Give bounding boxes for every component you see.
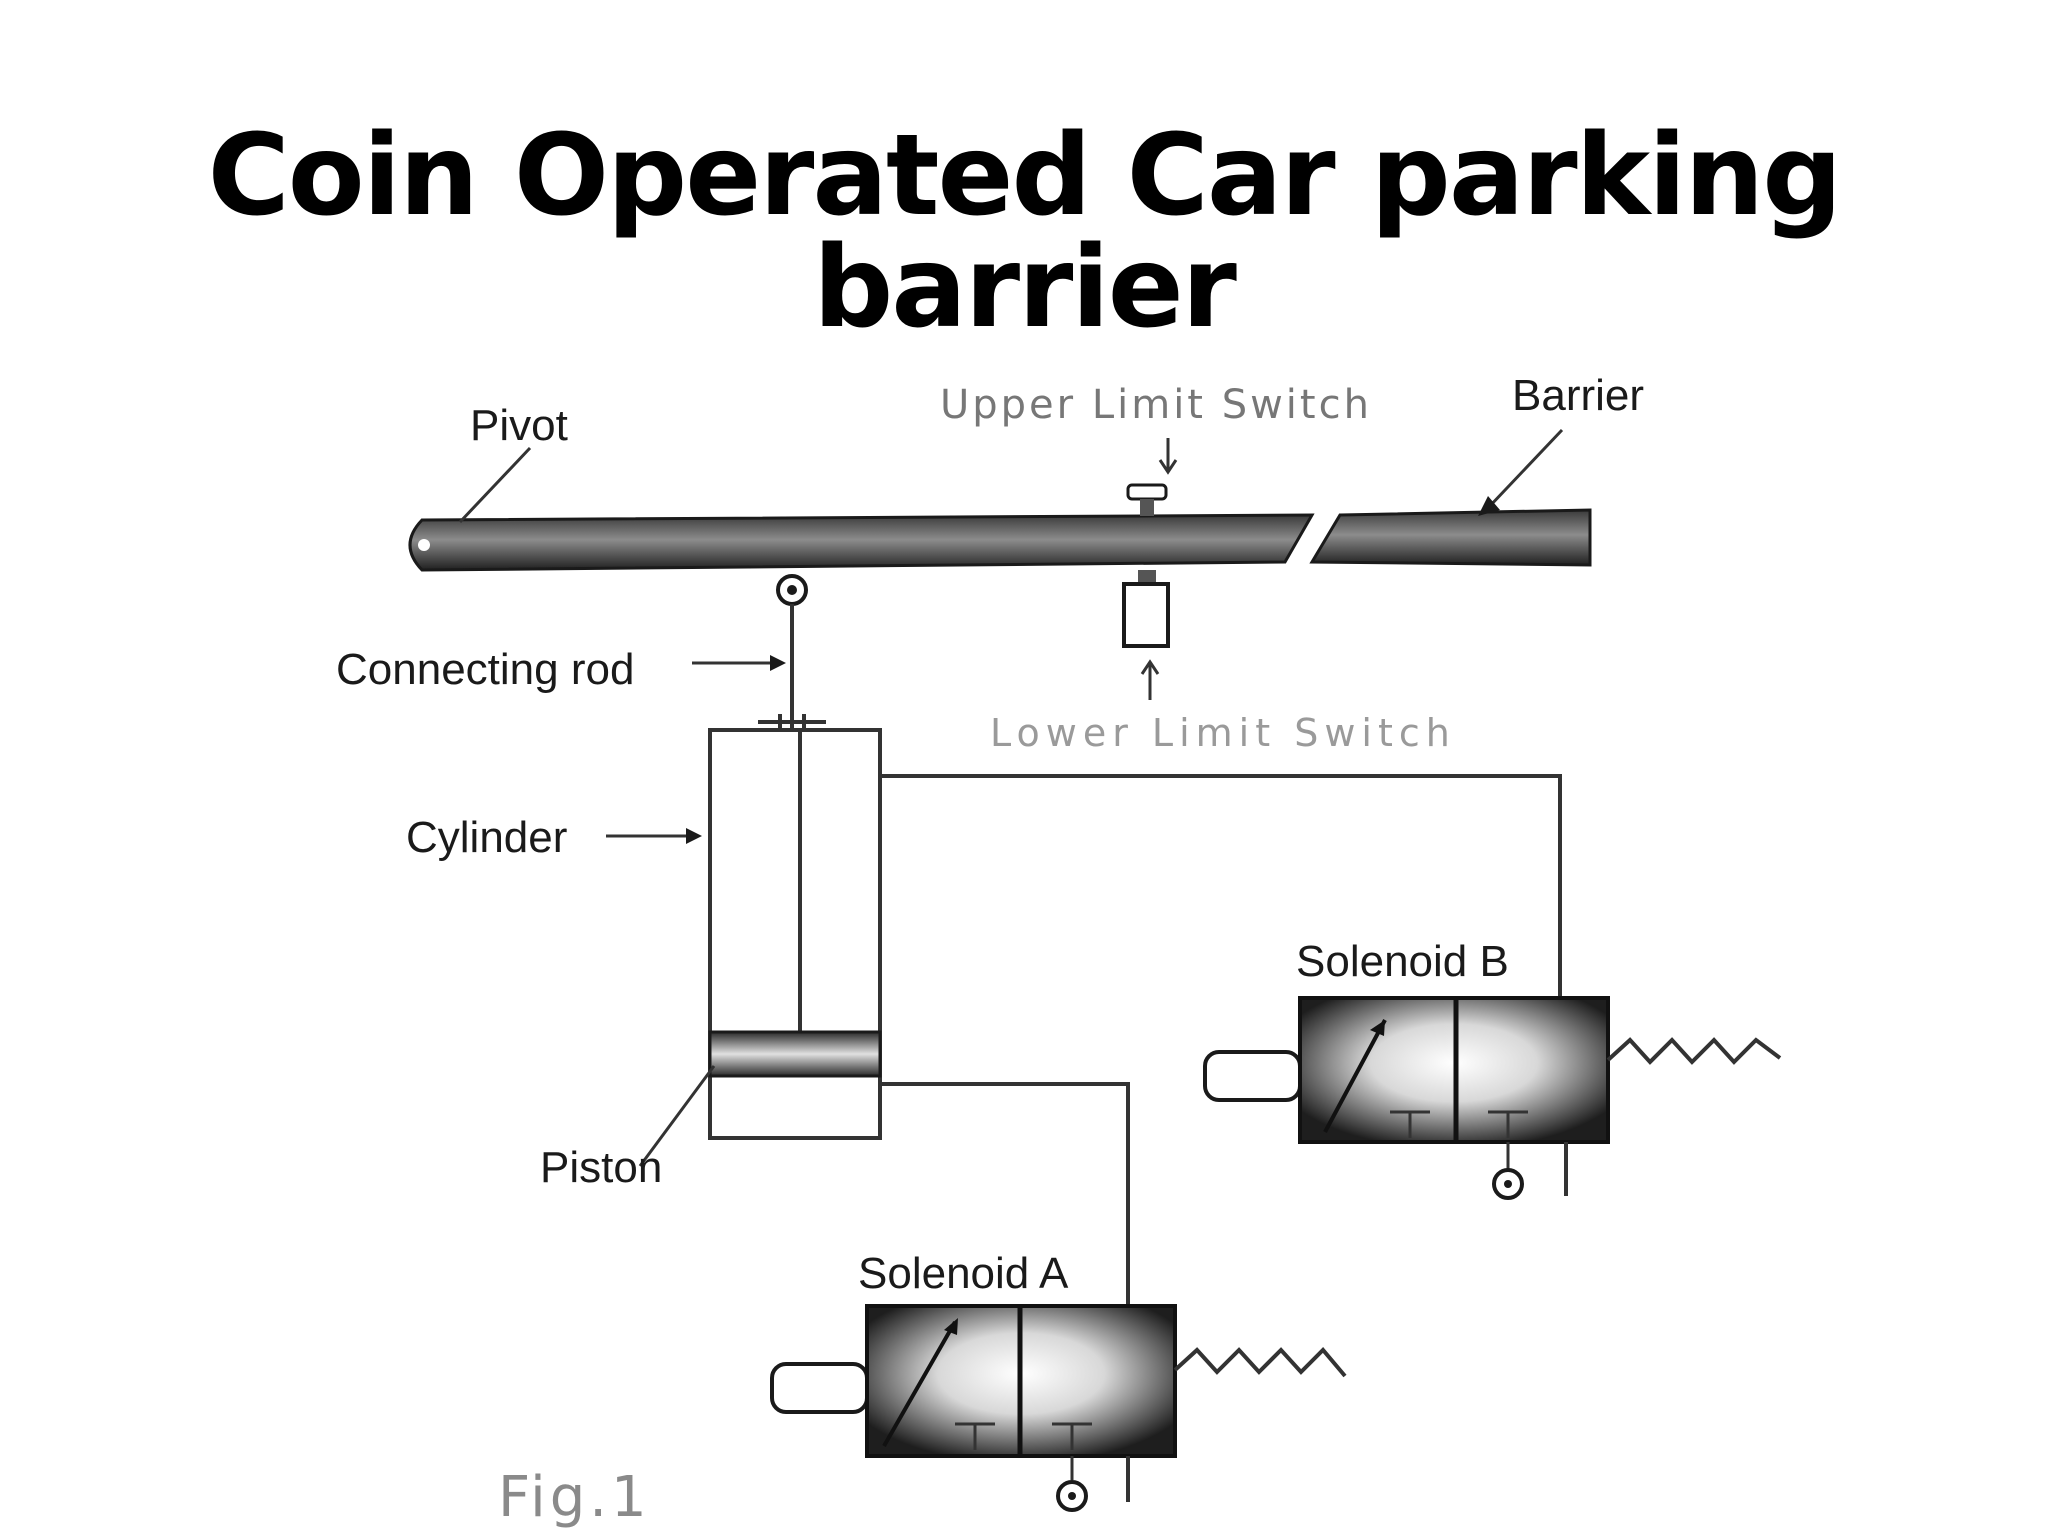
line-to-solenoid-a <box>880 1082 1130 1305</box>
lower-limit-switch <box>1122 570 1170 648</box>
line-to-solenoid-b <box>880 774 1562 1000</box>
pivot-point <box>418 539 430 551</box>
label-piston: Piston <box>540 1143 662 1192</box>
leader-lines <box>458 428 1564 1167</box>
slide-title: Coin Operated Car parking barrier <box>207 111 1843 353</box>
label-pivot: Pivot <box>470 401 568 450</box>
label-figure: Fig.1 <box>498 1465 651 1530</box>
label-upper-limit-switch: Upper Limit Switch <box>940 382 1372 428</box>
label-cylinder: Cylinder <box>406 813 567 862</box>
label-lower-limit-switch: Lower Limit Switch <box>990 711 1456 755</box>
solenoid-b-valve <box>1203 996 1782 1200</box>
solenoid-a-valve <box>770 1304 1347 1512</box>
label-solenoid-b: Solenoid B <box>1296 937 1509 986</box>
label-connecting-rod: Connecting rod <box>336 645 634 694</box>
upper-limit-switch <box>1126 483 1168 516</box>
piston <box>708 1030 882 1078</box>
barrier-arm <box>408 508 1592 572</box>
label-barrier: Barrier <box>1512 371 1644 420</box>
label-solenoid-a: Solenoid A <box>858 1249 1069 1298</box>
